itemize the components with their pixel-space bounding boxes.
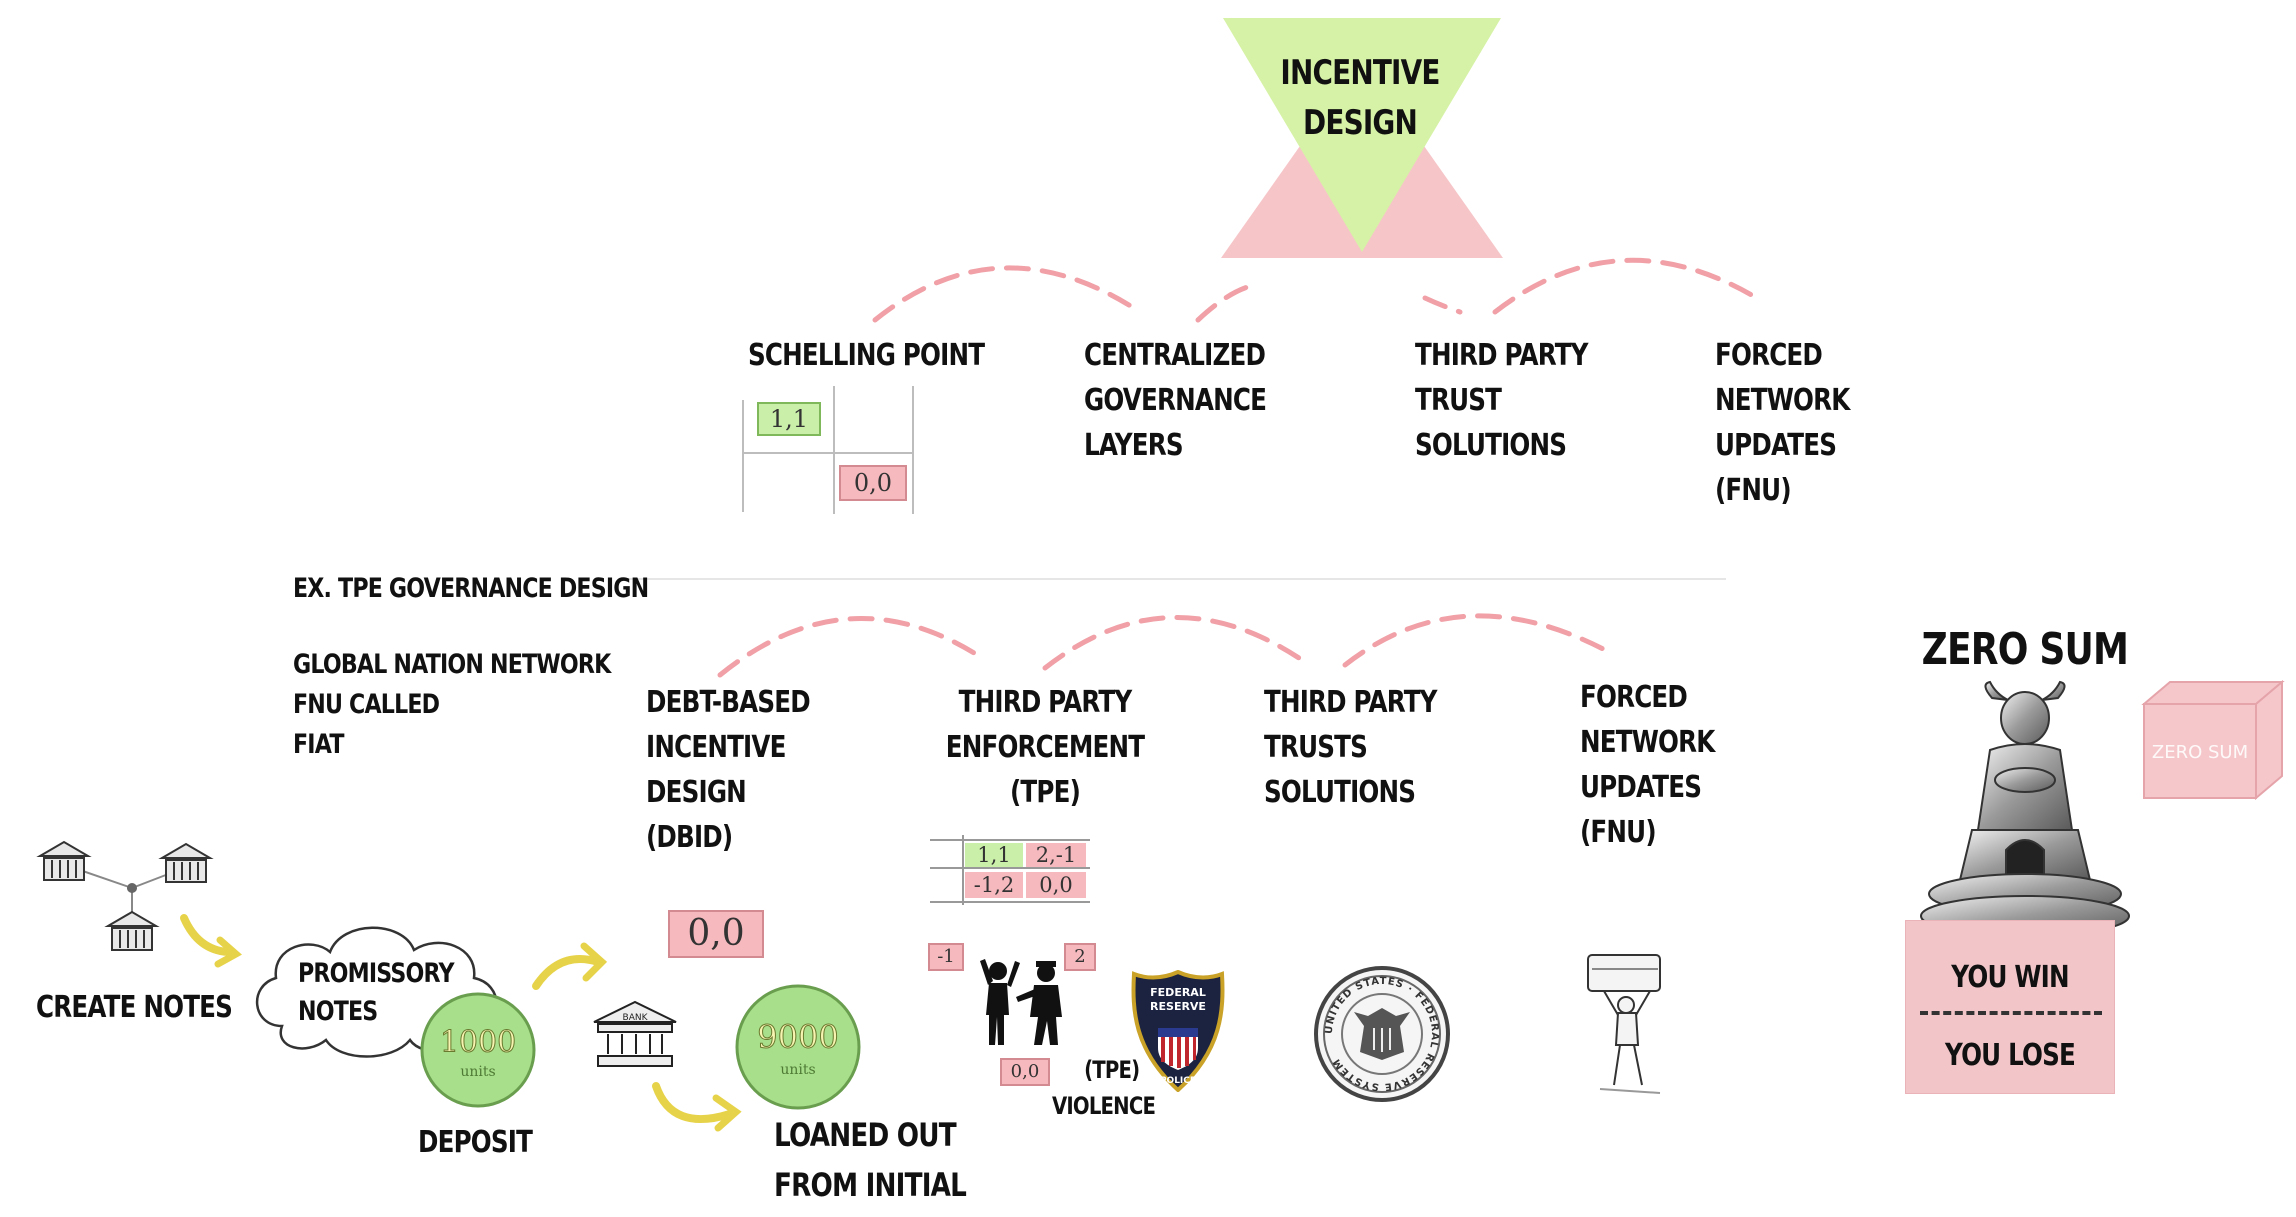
arrow-icon — [652, 1082, 742, 1132]
debt-based-incentive-label: DEBT-BASED INCENTIVE DESIGN (DBID) — [646, 685, 811, 855]
tpe-violence-label: (TPE) VIOLENCE — [1052, 1056, 1156, 1120]
bull-idol-icon — [1920, 680, 2130, 937]
loan-coin-icon: 9000 units — [735, 984, 861, 1110]
incentive-design-title: INCENTIVE DESIGN — [1280, 53, 1440, 143]
deposit-coin-icon: 1000 units — [420, 992, 536, 1108]
arrow-icon — [180, 914, 242, 968]
dbid-payoff-0-0: 0,0 — [668, 910, 764, 958]
third-party-trusts-label: THIRD PARTY TRUSTS SOLUTIONS — [1264, 685, 1437, 810]
bank-network-icon — [36, 840, 214, 951]
deposit-label: DEPOSIT — [418, 1125, 533, 1160]
svg-text:units: units — [780, 1062, 815, 1078]
third-party-trust-label: THIRD PARTY TRUST SOLUTIONS — [1415, 338, 1588, 463]
svg-text:BANK: BANK — [623, 1013, 649, 1023]
you-lose-label: YOU LOSE — [1944, 1038, 2076, 1073]
forced-network-updates-label: FORCED NETWORK UPDATES (FNU) — [1715, 338, 1850, 508]
tpe-payoff-matrix: 1,1 2,-1 -1,2 0,0 — [930, 835, 1090, 905]
arrow-icon — [532, 942, 608, 990]
tpe-cell-b: 2,-1 — [1026, 843, 1086, 867]
pedestal-divider — [1920, 1011, 2102, 1015]
police-arrest-icon — [980, 959, 1062, 1045]
svg-text:ZERO SUM: ZERO SUM — [2152, 742, 2248, 763]
bank-building-icon: BANK — [593, 1000, 677, 1067]
svg-text:9000: 9000 — [757, 1018, 838, 1056]
promissory-notes-label: PROMISSORY NOTES — [298, 958, 455, 1027]
schelling-cell-0-0: 0,0 — [839, 465, 907, 501]
burden-carrier-icon — [1587, 954, 1661, 1094]
svg-text:FEDERAL: FEDERAL — [1150, 986, 1206, 999]
federal-reserve-seal-icon: UNITED STATES · FEDERAL RESERVE SYSTEM — [1314, 966, 1450, 1102]
svg-text:units: units — [460, 1064, 495, 1080]
forced-network-updates-fiat-label: FORCED NETWORK UPDATES (FNU) — [1580, 680, 1715, 850]
tpe-cell-c: -1,2 — [965, 872, 1023, 898]
zero-sum-pedestal — [1905, 920, 2115, 1094]
incentive-design-triangles — [1221, 18, 1503, 258]
tpe-tag-left: -1 — [928, 943, 964, 971]
third-party-enforcement-label: THIRD PARTY ENFORCEMENT (TPE) — [945, 685, 1145, 810]
schelling-cell-1-1: 1,1 — [757, 402, 821, 436]
example-governance-text: EX. TPE GOVERNANCE DESIGN GLOBAL NATION … — [293, 573, 649, 760]
you-win-label: YOU WIN — [1951, 960, 2069, 995]
schelling-point-label: SCHELLING POINT — [748, 338, 985, 373]
tpe-cell-a: 1,1 — [965, 843, 1023, 867]
tpe-tag-right: 2 — [1064, 943, 1096, 971]
zero-sum-title: ZERO SUM — [1921, 624, 2129, 675]
centralized-governance-label: CENTRALIZED GOVERNANCE LAYERS — [1084, 338, 1267, 463]
row2-connector-arcs — [717, 613, 1608, 678]
cube-icon: ZERO SUM — [2141, 679, 2285, 801]
row1-connector-arcs — [872, 257, 1763, 323]
create-notes-label: CREATE NOTES — [36, 990, 233, 1025]
section-divider — [626, 578, 1726, 580]
svg-text:RESERVE: RESERVE — [1150, 1000, 1206, 1013]
loaned-out-label: LOANED OUT FROM INITIAL — [774, 1116, 967, 1204]
police-badge-icon: FEDERAL RESERVE POLICE — [1131, 970, 1225, 1092]
svg-text:1000: 1000 — [440, 1025, 516, 1060]
tpe-cell-d: 0,0 — [1026, 872, 1086, 898]
tpe-tag-bottom: 0,0 — [1000, 1058, 1050, 1086]
svg-text:POLICE: POLICE — [1160, 1076, 1196, 1086]
